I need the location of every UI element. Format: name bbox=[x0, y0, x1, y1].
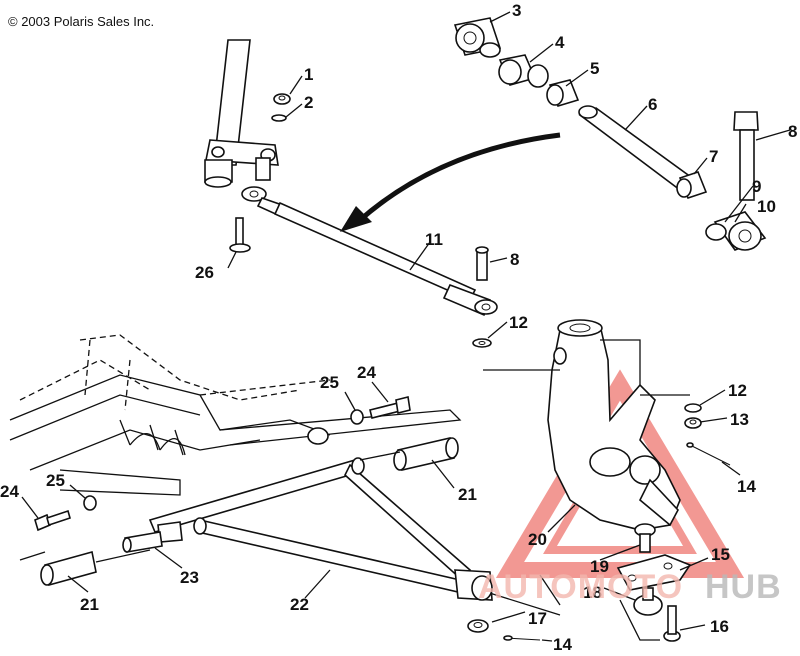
a-arm-22-part bbox=[148, 457, 493, 601]
callout-15: 15 bbox=[711, 545, 730, 564]
callout-12-lower: 12 bbox=[728, 381, 747, 400]
callout-20: 20 bbox=[528, 530, 547, 549]
washer-25-right-part bbox=[350, 409, 364, 425]
callout-24-left: 24 bbox=[0, 482, 19, 501]
callout-13: 13 bbox=[730, 410, 749, 429]
callout-9: 9 bbox=[752, 177, 761, 196]
callout-25-right: 25 bbox=[320, 373, 339, 392]
bolt-8-top-part bbox=[733, 111, 759, 201]
spindle-leader-line bbox=[483, 339, 641, 385]
cotter-pin-14-upper-part bbox=[686, 442, 731, 466]
bolt-24-right-part bbox=[369, 396, 411, 419]
frame-part bbox=[9, 334, 462, 496]
steering-post-part bbox=[204, 39, 279, 188]
callout-3: 3 bbox=[512, 1, 521, 20]
callout-25-left: 25 bbox=[46, 471, 65, 490]
callout-26: 26 bbox=[195, 263, 214, 282]
plate-15-part bbox=[616, 554, 692, 591]
callout-22: 22 bbox=[290, 595, 309, 614]
bushing-23-part bbox=[122, 531, 163, 553]
bolt-19-part bbox=[634, 523, 656, 553]
ball-joint-leader bbox=[479, 589, 660, 641]
bolt-8-middle-part bbox=[475, 246, 489, 281]
callout-5: 5 bbox=[590, 59, 599, 78]
callout-4: 4 bbox=[555, 33, 565, 52]
washer-2-part bbox=[271, 114, 287, 122]
bolt-16-part bbox=[663, 605, 681, 642]
callout-17: 17 bbox=[528, 609, 547, 628]
callout-2: 2 bbox=[304, 93, 313, 112]
tube-6-part bbox=[578, 105, 697, 191]
direction-arrow-icon bbox=[340, 132, 561, 232]
bushing-21-left-part bbox=[40, 550, 97, 587]
nut-7-part bbox=[676, 171, 708, 199]
nut-13-part bbox=[684, 417, 702, 429]
callout-12-upper: 12 bbox=[509, 313, 528, 332]
nut-17-part bbox=[467, 619, 489, 633]
cotter-pin-14-lower-part bbox=[503, 635, 541, 641]
callout-19: 19 bbox=[590, 557, 609, 576]
leader-lines bbox=[21, 11, 791, 642]
washer-25-left-part bbox=[83, 495, 97, 511]
callout-16: 16 bbox=[710, 617, 729, 636]
a-arm-end-leader bbox=[539, 574, 561, 606]
bushing-21-right-part bbox=[393, 437, 459, 471]
bolt-26-part bbox=[229, 217, 251, 253]
callout-7: 7 bbox=[709, 147, 718, 166]
callout-10: 10 bbox=[757, 197, 776, 216]
callout-14-lower: 14 bbox=[553, 635, 572, 651]
spindle-20-part bbox=[547, 319, 681, 531]
callout-14-upper: 14 bbox=[737, 477, 756, 496]
callout-18: 18 bbox=[583, 583, 602, 602]
callout-23: 23 bbox=[180, 568, 199, 587]
washer-12-upper-part bbox=[472, 338, 492, 348]
callout-24-right: 24 bbox=[357, 363, 376, 382]
nut-5-part bbox=[546, 79, 580, 107]
watermark-hub: HUB bbox=[705, 568, 782, 606]
callout-21-right: 21 bbox=[458, 485, 477, 504]
watermark-text: AUTOMOTO HUB bbox=[478, 568, 782, 606]
bolt-24-left-part bbox=[34, 509, 71, 532]
callout-8-middle: 8 bbox=[510, 250, 519, 269]
callout-21-left: 21 bbox=[80, 595, 99, 614]
nut-1-part bbox=[273, 93, 291, 105]
tie-rod-11-part bbox=[241, 186, 498, 317]
callout-8-top: 8 bbox=[788, 122, 797, 141]
copyright-notice: © 2003 Polaris Sales Inc. bbox=[8, 14, 155, 29]
jam-nut-4-part bbox=[498, 54, 549, 88]
callout-11: 11 bbox=[425, 230, 443, 249]
rod-end-3-part bbox=[453, 17, 502, 58]
callout-6: 6 bbox=[648, 95, 657, 114]
callout-1: 1 bbox=[304, 65, 313, 84]
washer-12-lower-part bbox=[684, 403, 702, 413]
watermark-automoto: AUTOMOTO bbox=[478, 568, 683, 606]
frame-rail-lower bbox=[19, 451, 401, 563]
rod-end-10-part bbox=[705, 211, 767, 251]
ball-joint-18-part bbox=[633, 587, 663, 616]
